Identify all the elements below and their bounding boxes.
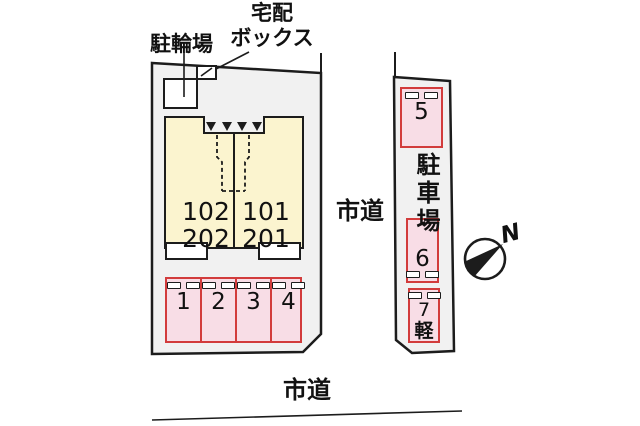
unit-right-room-1: 101 [242, 197, 290, 226]
approach-path-dashed-right [244, 135, 250, 191]
parking-stall-7: 7 軽 [407, 288, 441, 343]
road-edge-line [151, 410, 463, 421]
bicycle-parking-label: 駐輪場 [150, 32, 213, 56]
bicycle-parking-box [163, 78, 198, 109]
stall-number: 4 [281, 289, 296, 315]
compass-north-arrow-icon [463, 237, 507, 281]
delivery-box-icon [196, 65, 217, 80]
stall-number: 2 [211, 289, 226, 315]
entrance-arrow-icon [237, 122, 247, 131]
parking-area-label-vertical: 駐車場 [416, 151, 441, 235]
wheel-stop-dash [272, 282, 305, 289]
parking-stall-2: 2 [200, 279, 235, 341]
entrance-arrow-icon [252, 122, 262, 131]
stall-number: 5 [414, 99, 429, 125]
stall-number: 3 [246, 289, 261, 315]
entrance-arrow-icon [222, 122, 232, 131]
stall-number: 7 [417, 299, 431, 321]
parking-stall-6: 6 [406, 218, 439, 283]
stall-number: 6 [415, 246, 430, 272]
wheel-stop-dash [202, 282, 235, 289]
wheel-stop-dash [167, 282, 200, 289]
road-label-side: 市道 [336, 197, 384, 225]
stall-number: 1 [176, 289, 191, 315]
delivery-box-leader-line [215, 51, 250, 70]
parking-stall-5: 5 [400, 87, 443, 148]
parking-stall-3: 3 [235, 279, 270, 341]
approach-path-dashed-left [216, 135, 223, 191]
unit-label-right: 101 201 [236, 198, 296, 252]
entrance-arrow-icon [206, 122, 216, 131]
unit-right-room-2: 201 [242, 224, 290, 253]
parking-stall-4: 4 [270, 279, 305, 341]
wheel-stop-dash [406, 271, 439, 278]
wheel-stop-dash [405, 92, 438, 99]
front-parking-stalls: 1 2 3 4 [165, 277, 305, 343]
unit-left-room-1: 102 [182, 197, 230, 226]
delivery-box-label: 宅配 ボックス [228, 1, 316, 51]
delivery-box-label-line2: ボックス [230, 26, 314, 50]
stall-kei-tag: 軽 [414, 320, 434, 342]
porch-right [258, 242, 301, 260]
wheel-stop-dash [407, 292, 441, 299]
delivery-box-label-line1: 宅配 [251, 1, 293, 25]
wheel-stop-dash [237, 282, 270, 289]
porch-left [165, 242, 208, 260]
parking-stall-1: 1 [167, 279, 200, 341]
unit-left-room-2: 202 [182, 224, 230, 253]
road-label-bottom: 市道 [283, 376, 331, 404]
unit-label-left: 102 202 [176, 198, 236, 252]
